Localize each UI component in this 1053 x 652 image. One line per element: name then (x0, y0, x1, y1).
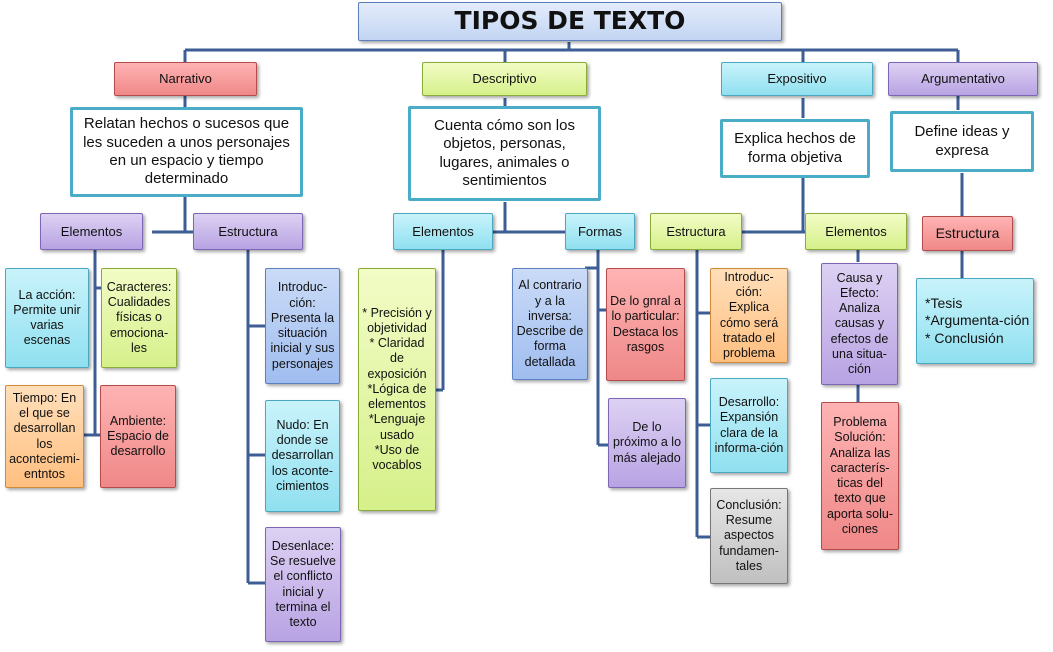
argumentativo-definition: Define ideas y expresa (890, 111, 1034, 172)
narrativo-introduccion: Introduc-ción: Presenta la situación ini… (265, 268, 340, 384)
narrativo-estructura: Estructura (193, 213, 303, 250)
argumentativo-node: Argumentativo (888, 62, 1038, 96)
narrativo-ambiente: Ambiente: Espacio de desarrollo (100, 385, 176, 488)
narrativo-nudo: Nudo: En donde se desarrollan los aconte… (265, 400, 340, 512)
expositivo-causa-efecto: Causa y Efecto: Analiza causas y efectos… (821, 263, 898, 385)
expositivo-definition: Explica hechos de forma objetiva (720, 119, 870, 178)
descriptivo-elementos-list: * Precisión y objetividad * Claridad de … (358, 268, 436, 511)
descriptivo-formas: Formas (565, 213, 635, 250)
narrativo-accion: La acción: Permite unir varias escenas (5, 268, 89, 368)
descriptivo-node: Descriptivo (422, 62, 587, 96)
descriptivo-definition: Cuenta cómo son los objetos, personas, l… (408, 106, 601, 201)
narrativo-elementos: Elementos (40, 213, 143, 250)
argumentativo-estructura: Estructura (922, 216, 1013, 251)
descriptivo-al-contrario: Al contrario y a la inversa: Describe de… (512, 268, 588, 380)
narrativo-caracteres: Caracteres: Cualidades físicas o emocion… (101, 268, 177, 368)
expositivo-node: Expositivo (721, 62, 873, 96)
narrativo-desenlace: Desenlace: Se resuelve el conflicto inic… (265, 527, 341, 642)
narrativo-tiempo: Tiempo: En el que se desarrollan los aco… (5, 385, 84, 488)
narrativo-node: Narrativo (114, 62, 257, 96)
expositivo-desarrollo: Desarrollo: Expansión clara de la inform… (710, 378, 788, 473)
narrativo-definition: Relatan hechos o sucesos que les suceden… (70, 107, 303, 197)
page-title: TIPOS DE TEXTO (358, 2, 782, 41)
expositivo-estructura: Estructura (650, 213, 742, 250)
expositivo-elementos: Elementos (805, 213, 907, 250)
expositivo-problema-solucion: Problema Solución: Analiza las caracterí… (821, 402, 899, 550)
descriptivo-general: De lo gnral a lo particular: Destaca los… (606, 268, 685, 381)
expositivo-introduccion: Introduc-ción: Explica cómo será tratado… (710, 268, 788, 363)
descriptivo-elementos: Elementos (393, 213, 493, 250)
argumentativo-lista: *Tesis *Argumenta-ción * Conclusión (916, 278, 1034, 364)
expositivo-conclusion: Conclusión: Resume aspectos fundamen-tal… (710, 488, 788, 584)
descriptivo-proximo: De lo próximo a lo más alejado (608, 398, 686, 488)
